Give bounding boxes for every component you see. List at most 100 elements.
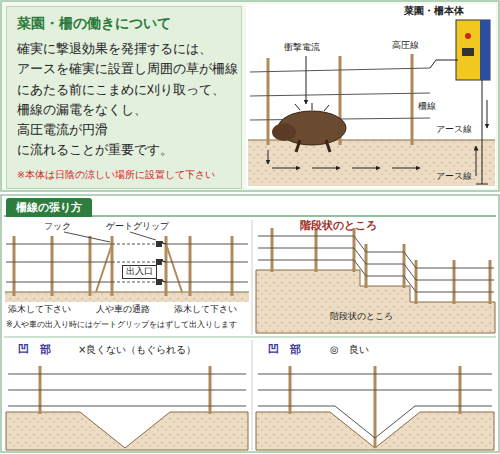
fence-post (267, 58, 270, 145)
fence-post (89, 236, 92, 296)
gate-grip (156, 241, 162, 247)
fence-wire (250, 93, 430, 96)
brace (166, 244, 182, 292)
fence-post (189, 236, 192, 296)
gate-grip (156, 279, 162, 285)
current-arrow (306, 56, 307, 104)
gate-label: 出入口 (126, 266, 153, 278)
fence-post (14, 236, 232, 296)
fence-wire (6, 282, 112, 283)
gate-sign: 出入口 (122, 265, 157, 279)
fence-post (271, 228, 274, 272)
ground (5, 292, 249, 302)
fence-wire (258, 236, 494, 268)
section-heading: 柵線の張り方 (16, 200, 82, 215)
fence-post (13, 236, 16, 296)
fence-wire (8, 390, 246, 391)
current-label: 衝撃電流 (284, 42, 320, 53)
fence-post (315, 228, 318, 272)
stepped-ground (256, 270, 495, 333)
fence-wire (8, 406, 246, 407)
fence-wire (166, 244, 248, 245)
section-title: 凹 部 (268, 343, 301, 356)
device (462, 48, 474, 56)
fence-wire (258, 406, 492, 438)
brace (96, 244, 112, 292)
note-label: 人や車の通路 (96, 304, 150, 315)
fence-wire (166, 282, 248, 283)
fence-wire (6, 244, 112, 245)
frame (1, 1, 499, 191)
fence-wire (258, 260, 494, 292)
device-label: 菜園・柵本体 (404, 5, 464, 17)
frame (1, 195, 499, 452)
fence-wire (258, 236, 494, 292)
part-label: フック (44, 221, 71, 232)
area-label: 階段状のところ (330, 311, 393, 322)
gate-wire (112, 282, 156, 283)
device (480, 20, 490, 80)
boar (272, 103, 346, 152)
fence-wire (8, 374, 492, 438)
high-voltage-wire (430, 60, 458, 68)
boar (272, 123, 296, 141)
boar (326, 140, 330, 152)
ground (5, 292, 249, 302)
current-arrow (352, 168, 380, 169)
leader-line (64, 232, 110, 242)
fence-wire (258, 390, 492, 391)
verdict-label: ×良くない（もぐられる） (78, 344, 196, 356)
stepped-ground (256, 270, 495, 333)
note-text: ※人や車の出入り時にはゲートグリップをはずして出入りします (6, 320, 237, 330)
info-panel: 菜園・柵の働きについて確実に撃退効果を発揮するには、 アースを確実に設置し周囲の… (6, 6, 242, 189)
gate-wire (112, 244, 156, 282)
fence-wire (258, 248, 494, 280)
panel-title: 菜園・柵の働きについて (17, 15, 233, 33)
leader-line (130, 232, 156, 240)
earth-wire (482, 80, 483, 184)
frame (252, 340, 253, 450)
ground (6, 412, 248, 450)
current-arrow (392, 168, 420, 169)
frame (4, 337, 496, 338)
section-title: 階段状のところ (300, 219, 377, 232)
device (456, 20, 490, 80)
current-arrow (487, 100, 488, 128)
high-voltage-wire (430, 60, 458, 68)
fence-post (489, 260, 492, 304)
ground (248, 140, 495, 186)
frame (246, 4, 496, 188)
fence-wire (250, 68, 430, 72)
verdict-label: ◎ 良い (330, 344, 369, 356)
frame (252, 220, 253, 335)
panel-note: ※本体は日陰の涼しい場所に設置して下さい (17, 169, 233, 182)
hook (162, 241, 166, 244)
current-arrow (476, 146, 477, 176)
earth-wire (476, 80, 488, 184)
device (465, 33, 471, 39)
fence-post (453, 260, 456, 304)
wire-label: 高圧線 (392, 40, 419, 51)
section-title: 凹 部 (18, 343, 51, 356)
fence-wire (250, 68, 430, 120)
ground (5, 292, 249, 293)
note-label: 添木して下さい (8, 304, 71, 315)
brace (96, 244, 182, 292)
fence-post (374, 366, 377, 448)
fence-wire (6, 244, 248, 282)
fence-wire (166, 262, 248, 263)
fence-wire (8, 374, 246, 375)
gate-wire (112, 262, 156, 263)
fence-post (231, 236, 234, 296)
current-arrow (312, 168, 340, 169)
hook (162, 241, 166, 282)
current-arrow (272, 168, 300, 169)
part-label: ゲートグリップ (106, 221, 169, 232)
earth-label: アース線 (436, 171, 472, 182)
ground (6, 412, 494, 450)
device (456, 20, 490, 80)
current-arrow (268, 150, 269, 164)
boar (296, 140, 300, 152)
gate-wire (112, 244, 156, 245)
